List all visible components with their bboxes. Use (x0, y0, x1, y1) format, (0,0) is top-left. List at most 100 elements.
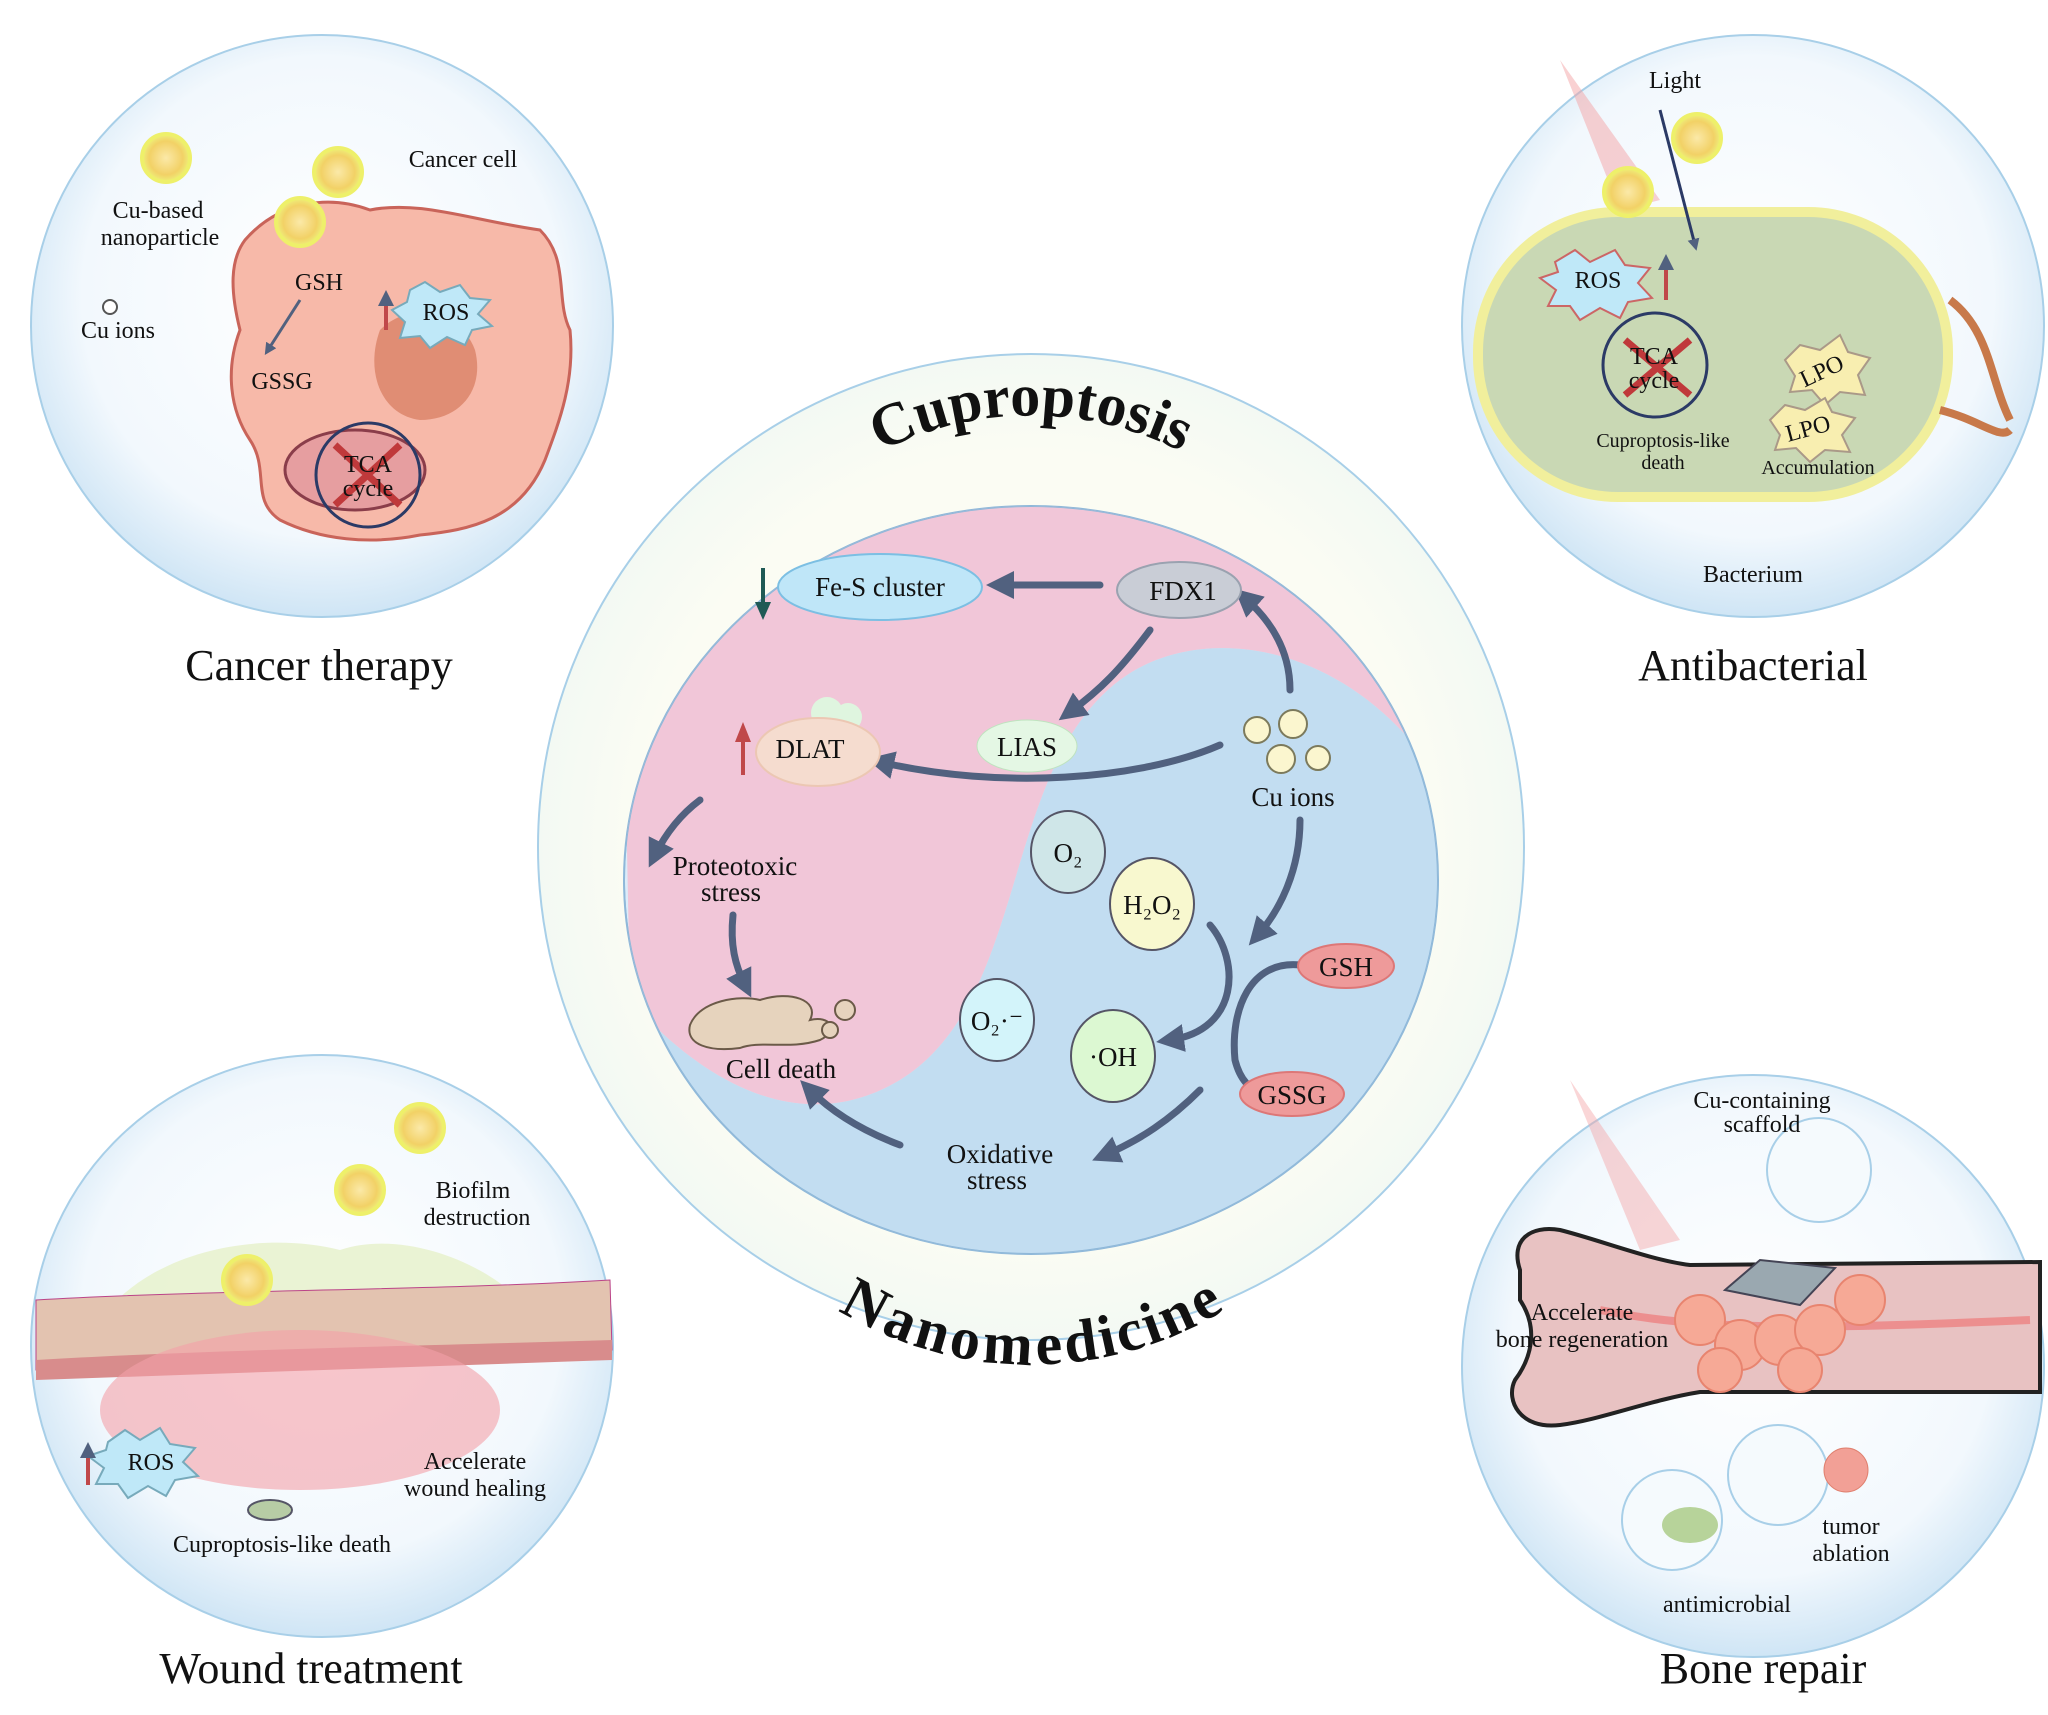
label-oxidative: Oxidative (947, 1139, 1053, 1169)
label-fes-cluster: Fe-S cluster (815, 572, 945, 602)
node-o2 (1030, 810, 1106, 894)
cu-ions-icon (1243, 709, 1331, 774)
label-proteotoxic: Proteotoxic (673, 851, 797, 881)
arrow-fdx1-lias (1058, 626, 1154, 721)
arrow-dlat-proteotoxic (648, 796, 704, 868)
arrow-proteotoxic-celldeath (726, 911, 752, 998)
node-gsh (1297, 943, 1395, 989)
label-death: death (1641, 452, 1684, 474)
node-fdx1 (1116, 561, 1242, 619)
up-arrow-icon (735, 722, 751, 742)
label-cell-death: Cell death (726, 1054, 837, 1084)
ros-burst-icon (390, 280, 495, 350)
title-antibacterial: Antibacterial (1638, 641, 1868, 690)
label-cancer-cell: Cancer cell (409, 147, 518, 173)
label-accelerate: Accelerate (424, 1449, 527, 1475)
arrow-oh-oxidative (1092, 1086, 1204, 1163)
label-h2o2: H₂O₂ (1123, 890, 1181, 920)
center-panel: Cuproptosis Nanomedicine Fe-S cluster FD… (537, 353, 1525, 1378)
bone-cells (1674, 1274, 1886, 1393)
cross-icon (1622, 337, 1693, 398)
node-gssg (1239, 1071, 1345, 1117)
ros-burst-icon (1537, 248, 1655, 322)
label-cu-based: Cu-based (113, 198, 204, 224)
label-accumulation: Accumulation (1761, 457, 1874, 479)
label-cu-ions: Cu ions (81, 318, 155, 344)
panel-cancer-therapy: TCA cycle Cu-based nanoparticle Cancer c… (30, 34, 614, 690)
label-wound-healing: wound healing (404, 1476, 546, 1502)
cu-nanoparticle-icon (221, 1102, 446, 1306)
node-h2o2 (1109, 857, 1195, 951)
dead-cell-icon (688, 995, 832, 1051)
tca-cycle-icon (1601, 311, 1709, 419)
label-oxidative-stress: stress (967, 1165, 1027, 1195)
cu-nanoparticle-icon (140, 132, 364, 248)
label-superoxide: O₂·⁻ (971, 1006, 1023, 1036)
label-cycle: cycle (343, 476, 394, 502)
scaffold-zoom-inset (1766, 1117, 1872, 1223)
label-gssg: GSSG (251, 369, 312, 395)
tca-cycle-icon (314, 421, 422, 529)
label-cuproptosis-like: Cuproptosis-like (1596, 430, 1729, 452)
tumor-zoom-inset (1727, 1424, 1829, 1526)
label-gssg: GSSG (1257, 1080, 1326, 1110)
label-bone-regeneration: bone regeneration (1496, 1327, 1669, 1353)
panel-bone-repair: Cu-containing scaffold Accelerate bone r… (1461, 1074, 2045, 1693)
label-ros: ROS (423, 300, 470, 326)
label-ros: ROS (128, 1450, 175, 1476)
node-superoxide (959, 978, 1035, 1062)
label-lias: LIAS (997, 732, 1057, 762)
label-hydroxyl: ·OH (1089, 1042, 1137, 1072)
title-wound-treatment: Wound treatment (159, 1644, 462, 1693)
bacterium-icon (247, 1499, 293, 1521)
wound-area (100, 1330, 500, 1490)
arrow-cu-fdx1 (1234, 588, 1294, 694)
label-destruction: destruction (424, 1205, 531, 1231)
down-arrow-icon (755, 602, 771, 620)
label-cycle: cycle (1629, 368, 1680, 394)
ros-burst-icon (85, 1426, 201, 1500)
label-proteotoxic-stress: stress (701, 877, 761, 907)
cu-nanoparticle-icon (1671, 112, 1723, 164)
panel-antibacterial: Light ROS TCA cycle LPO LPO Cuproptosis-… (1461, 34, 2045, 690)
label-tca: TCA (1630, 344, 1679, 370)
label-dlat: DLAT (776, 734, 845, 764)
label-ablation: ablation (1812, 1541, 1889, 1567)
node-fes-cluster (777, 553, 983, 621)
pink-region (624, 506, 1438, 1105)
label-o2: O₂ (1054, 838, 1083, 868)
label-tumor: tumor (1822, 1514, 1879, 1540)
label-antimicrobial: antimicrobial (1663, 1592, 1791, 1618)
node-dlat (755, 717, 881, 787)
cu-ion-icon (102, 299, 118, 315)
label-gsh: GSH (1319, 952, 1373, 982)
bacterium-icon (1662, 1507, 1718, 1543)
arrow-cu-gsh (1248, 816, 1304, 946)
label-cu-ions: Cu ions (1251, 782, 1334, 812)
light-beam (1570, 1080, 1680, 1250)
label-cu-containing: Cu-containing (1693, 1088, 1830, 1114)
label-bacterium: Bacterium (1703, 562, 1803, 588)
label-fdx1: FDX1 (1149, 576, 1217, 606)
label-biofilm: Biofilm (436, 1178, 511, 1204)
label-scaffold: scaffold (1724, 1112, 1801, 1138)
lpo-burst-icon (1783, 333, 1872, 407)
label-cuproptosis-like-death: Cuproptosis-like death (173, 1532, 391, 1558)
label-accelerate: Accelerate (1531, 1300, 1634, 1326)
label-ros: ROS (1575, 268, 1622, 294)
bacterium-shape (1473, 207, 1953, 502)
node-hydroxyl (1070, 1009, 1156, 1103)
arrow-oxidative-celldeath (800, 1080, 904, 1149)
label-light: Light (1649, 68, 1701, 94)
label-gsh: GSH (295, 270, 343, 296)
panel-wound-treatment: Biofilm destruction ROS Accelerate wound… (30, 1054, 614, 1693)
cross-icon (332, 442, 403, 508)
node-lias (976, 719, 1078, 773)
title-cancer-therapy: Cancer therapy (185, 641, 453, 690)
flagella (1939, 296, 2014, 437)
arrow-h2o2-oh (1156, 921, 1233, 1052)
title-bone-repair: Bone repair (1660, 1644, 1867, 1693)
scaffold-icon (1722, 1258, 1838, 1307)
label-tca: TCA (344, 452, 393, 478)
